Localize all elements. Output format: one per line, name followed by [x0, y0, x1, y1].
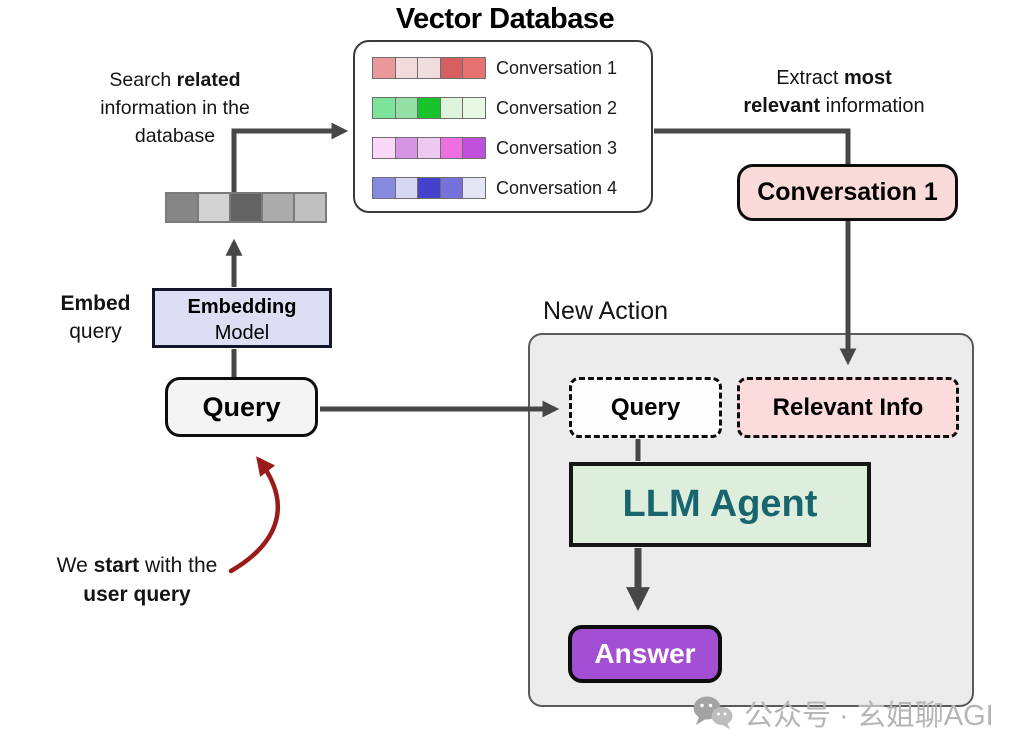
vector-cell: [417, 177, 441, 199]
conversation1-box: Conversation 1: [737, 164, 958, 221]
vector-cell: [439, 57, 464, 79]
query-vector-cell: [293, 192, 327, 223]
answer-box: Answer: [568, 625, 722, 683]
start-note: We start with the user query: [33, 551, 241, 609]
extract-note-text: information: [820, 95, 925, 117]
relevant-info-box: Relevant Info: [737, 377, 959, 438]
vector-cell: [417, 57, 441, 79]
vector-db-rows: Conversation 1 Conversation 2 Conversation…: [372, 57, 617, 217]
vector-cell: [372, 137, 396, 159]
vector-cell: [462, 57, 486, 79]
vector-cell: [462, 177, 486, 199]
query-vector: [165, 192, 327, 223]
query-vector-cell: [165, 192, 199, 223]
vector-database-title: Vector Database: [395, 3, 615, 35]
conversation-row: Conversation 2: [372, 97, 617, 119]
conversation-label: Conversation 2: [496, 97, 618, 118]
vector-cell: [394, 137, 419, 159]
watermark: 公众号 · 玄姐聊AGI: [692, 692, 994, 734]
vector-cell: [417, 137, 441, 159]
conversation1-label: Conversation 1: [757, 178, 938, 206]
query-vector-cell: [197, 192, 231, 223]
embed-note: Embed query: [28, 290, 163, 346]
conversation-row: Conversation 1: [372, 57, 617, 79]
embed-note-text: query: [69, 320, 122, 343]
vector-cell: [372, 57, 396, 79]
vector-cell: [394, 57, 419, 79]
vector-cell: [462, 97, 486, 119]
vector-cell: [417, 97, 441, 119]
embedding-model-label: Embedding: [187, 296, 297, 318]
extract-note-text: Extract: [776, 67, 844, 89]
embedding-model-box: Embedding Model: [152, 288, 332, 348]
query-box-label: Query: [202, 391, 281, 422]
dashed-query-label: Query: [610, 393, 681, 421]
vector-cell: [439, 137, 464, 159]
start-note-text: with the: [139, 554, 218, 577]
extract-note-bold2: relevant: [743, 95, 821, 117]
query-vector-cell: [229, 192, 263, 223]
start-note-bold2: user query: [83, 583, 191, 606]
extract-note-bold: most: [844, 67, 892, 89]
dashed-query-box: Query: [569, 377, 722, 438]
new-action-label: New Action: [543, 297, 669, 325]
search-note: Search related information in the databa…: [45, 66, 305, 150]
conversation-label: Conversation 1: [496, 57, 618, 78]
search-note-bold: related: [176, 69, 241, 91]
embed-note-bold: Embed: [60, 292, 131, 315]
start-note-text: We: [56, 554, 94, 577]
vector-cell: [462, 137, 486, 159]
vector-cell: [372, 97, 396, 119]
vector-cell: [394, 177, 419, 199]
answer-label: Answer: [594, 638, 696, 669]
search-note-text: Search: [109, 69, 177, 91]
conversation-row: Conversation 3: [372, 137, 617, 159]
vector-cell: [439, 177, 464, 199]
conversation-label: Conversation 3: [496, 137, 618, 158]
embedding-model-sublabel: Model: [214, 322, 270, 344]
conversation-label: Conversation 4: [496, 177, 618, 198]
query-box: Query: [165, 377, 318, 437]
llm-agent-box: LLM Agent: [569, 462, 871, 547]
vector-cell: [439, 97, 464, 119]
query-vector-cell: [261, 192, 295, 223]
conversation-row: Conversation 4: [372, 177, 617, 199]
vector-cell: [394, 97, 419, 119]
relevant-info-label: Relevant Info: [772, 393, 924, 421]
search-note-text: database: [134, 125, 216, 147]
start-note-bold: start: [93, 554, 140, 577]
wechat-icon: [693, 696, 733, 730]
search-note-text: information in the: [100, 97, 250, 119]
watermark-text: 公众号 · 玄姐聊AGI: [744, 700, 994, 732]
vector-cell: [372, 177, 396, 199]
llm-agent-label: LLM Agent: [622, 483, 818, 525]
extract-note: Extract most relevant information: [713, 64, 955, 120]
